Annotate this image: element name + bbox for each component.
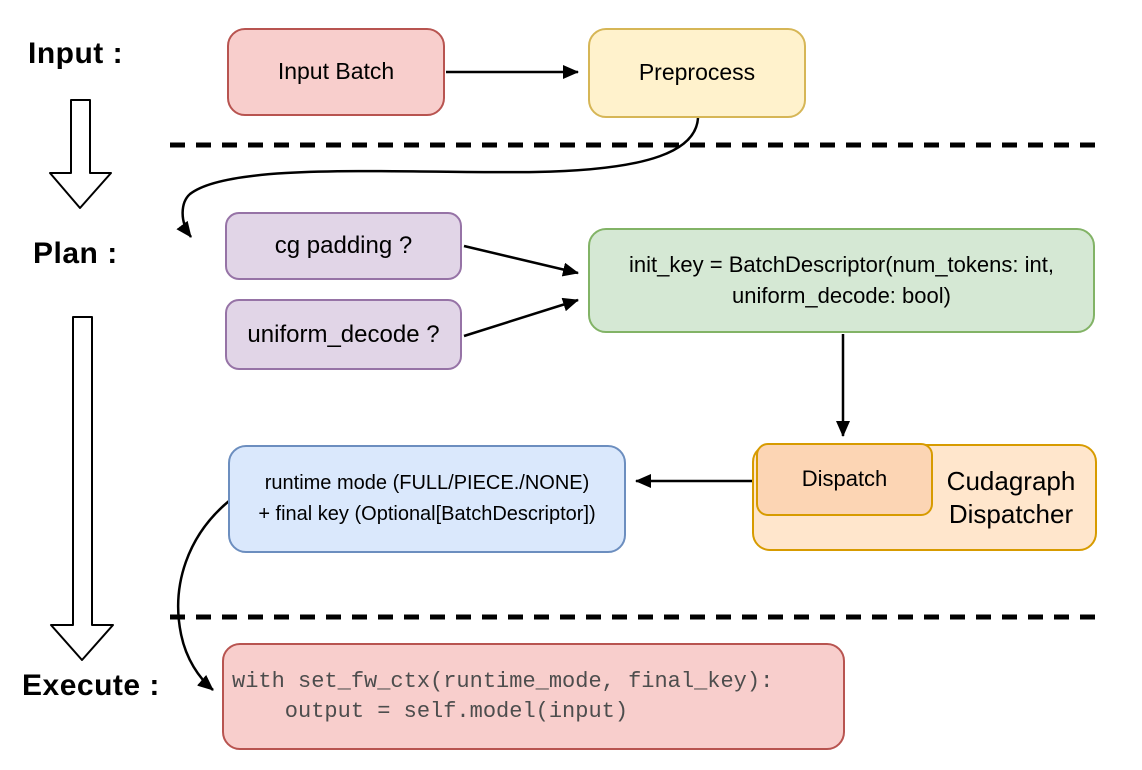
- execute-code-line2: output = self.model(input): [232, 698, 629, 724]
- execute-stage-label: Execute :: [22, 669, 160, 702]
- node-cg-padding: cg padding ?: [225, 212, 462, 280]
- node-input-batch: Input Batch: [227, 28, 445, 116]
- edge-cg-padding-to-init-key: [463, 244, 579, 277]
- node-cudagraph-line2: Dispatcher: [948, 498, 1074, 529]
- node-uniform-decode-label: uniform_decode ?: [247, 320, 440, 348]
- node-runtime-mode: runtime mode (FULL/PIECE./NONE) + final …: [228, 445, 626, 553]
- node-preprocess: Preprocess: [588, 28, 806, 118]
- input-stage-label: Input :: [28, 37, 124, 70]
- node-uniform-decode: uniform_decode ?: [225, 299, 462, 370]
- input-stage-down-arrow-icon: [49, 99, 112, 209]
- node-execute-code: with set_fw_ctx(runtime_mode, final_key)…: [222, 643, 845, 750]
- node-cg-padding-label: cg padding ?: [274, 232, 413, 260]
- node-dispatch-label: Dispatch: [801, 466, 888, 492]
- node-runtime-line2: + final key (Optional[BatchDescriptor]): [258, 503, 596, 525]
- edge-preprocess-to-cg-padding: [176, 117, 700, 238]
- node-cudagraph-line1: Cudagraph: [946, 466, 1076, 496]
- node-init-key: init_key = BatchDescriptor(num_tokens: i…: [588, 228, 1095, 333]
- node-preprocess-label: Preprocess: [638, 59, 756, 86]
- node-input-batch-label: Input Batch: [277, 58, 395, 85]
- edge-runtime-mode-to-execute-code: [177, 500, 230, 691]
- edge-uniform-decode-to-init-key: [463, 297, 579, 338]
- plan-stage-label: Plan :: [33, 237, 118, 270]
- node-runtime-line1: runtime mode (FULL/PIECE./NONE): [264, 472, 590, 494]
- node-init-key-line1: init_key = BatchDescriptor(num_tokens: i…: [629, 251, 1054, 277]
- execute-code-line1: with set_fw_ctx(runtime_mode, final_key)…: [232, 668, 774, 694]
- plan-stage-down-arrow-icon: [50, 316, 114, 661]
- node-init-key-line2: uniform_decode: bool): [732, 282, 951, 308]
- node-dispatch: Dispatch: [756, 443, 933, 516]
